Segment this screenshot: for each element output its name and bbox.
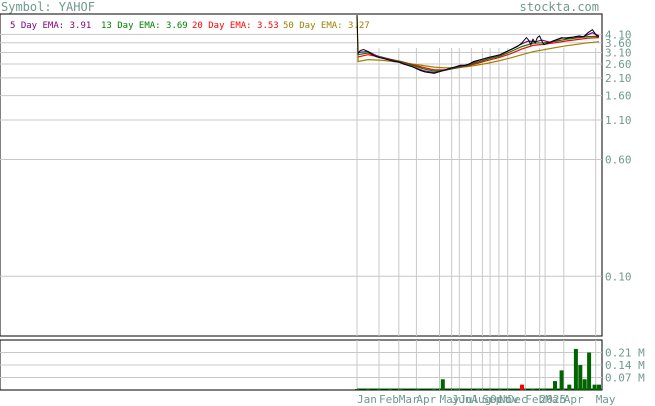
price-y-axis: 4.103.603.102.602.10 1.60 1.10 0.60 0.10 <box>605 28 632 283</box>
x-tick-label: Sep <box>482 393 502 406</box>
price-series <box>356 15 600 74</box>
series-line-ema50 <box>356 15 600 69</box>
volume-y-tick: 0.14 M <box>605 359 645 372</box>
price-y-tick: 4.10 <box>605 28 632 41</box>
volume-bar <box>531 389 535 390</box>
price-y-tick: 2.60 <box>605 58 632 71</box>
x-tick-label: May <box>440 393 460 406</box>
volume-bar <box>573 348 578 390</box>
legend-entry-ema20: 20 Day EMA: 3.53 <box>192 21 279 31</box>
x-tick-label: Feb <box>525 393 545 406</box>
volume-bar <box>388 389 392 390</box>
x-tick-label: Jan <box>357 393 377 406</box>
x-tick-label: Oct <box>490 393 510 406</box>
volume-bar <box>415 389 420 390</box>
x-tick-label: Jul <box>459 393 479 406</box>
volume-bar <box>597 384 601 390</box>
price-y-tick: 0.10 <box>605 270 632 283</box>
volume-bar <box>567 384 572 390</box>
x-tick-label: Aug <box>471 393 491 406</box>
symbol-label: Symbol: YAHOF <box>1 0 95 14</box>
series-line-ema13 <box>357 35 600 72</box>
ema-legend: 5 Day EMA: 3.91 13 Day EMA: 3.69 20 Day EM… <box>10 21 370 31</box>
price-y-tick: 1.60 <box>605 90 632 103</box>
volume-bar <box>520 384 524 390</box>
volume-y-axis: 0.21 M0.14 M0.07 M <box>605 347 645 385</box>
price-y-tick: 1.10 <box>605 114 632 127</box>
x-tick-label: Mar <box>545 393 565 406</box>
x-tick-label: 2025 <box>540 393 567 406</box>
price-grid <box>0 33 602 336</box>
legend-entry-ema5: 5 Day EMA: 3.91 <box>10 21 91 31</box>
legend-entry-ema13: 13 Day EMA: 3.69 <box>101 21 188 31</box>
volume-y-tick: 0.07 M <box>605 372 645 385</box>
volume-bar <box>592 384 597 390</box>
price-panel-frame <box>0 13 603 337</box>
volume-bar <box>559 370 564 390</box>
volume-bar <box>355 389 359 390</box>
x-tick-label: Feb <box>379 393 399 406</box>
volume-bar <box>399 389 403 390</box>
price-y-tick: 3.60 <box>605 37 632 50</box>
volume-bar <box>440 379 445 390</box>
x-tick-label: Jun <box>452 393 472 406</box>
x-tick-label: Nov <box>499 393 519 406</box>
price-y-tick: 3.10 <box>605 47 632 60</box>
x-tick-label: Apr <box>564 393 584 406</box>
x-tick-label: May <box>596 393 616 406</box>
site-label: stockta.com <box>520 0 599 14</box>
volume-grid <box>0 340 602 390</box>
volume-bar <box>587 352 592 390</box>
volume-bar <box>553 381 557 390</box>
volume-bar <box>432 389 436 390</box>
volume-bar <box>454 389 458 390</box>
volume-bar <box>582 379 587 390</box>
volume-y-tick: 0.21 M <box>605 347 645 360</box>
volume-bar <box>476 389 480 390</box>
price-y-tick: 0.60 <box>605 154 632 167</box>
volume-bar <box>366 389 370 390</box>
volume-bar <box>498 389 502 390</box>
volume-bars <box>355 348 602 390</box>
volume-bar <box>578 365 583 390</box>
x-tick-label: Mar <box>399 393 419 406</box>
legend-entry-ema50: 50 Day EMA: 3.27 <box>283 21 370 31</box>
volume-bar <box>542 389 546 390</box>
volume-bar <box>377 389 381 390</box>
series-line-price <box>356 15 600 74</box>
x-tick-label: Dec <box>508 393 528 406</box>
price-y-tick: 2.10 <box>605 72 632 85</box>
x-tick-label: Apr <box>416 393 436 406</box>
